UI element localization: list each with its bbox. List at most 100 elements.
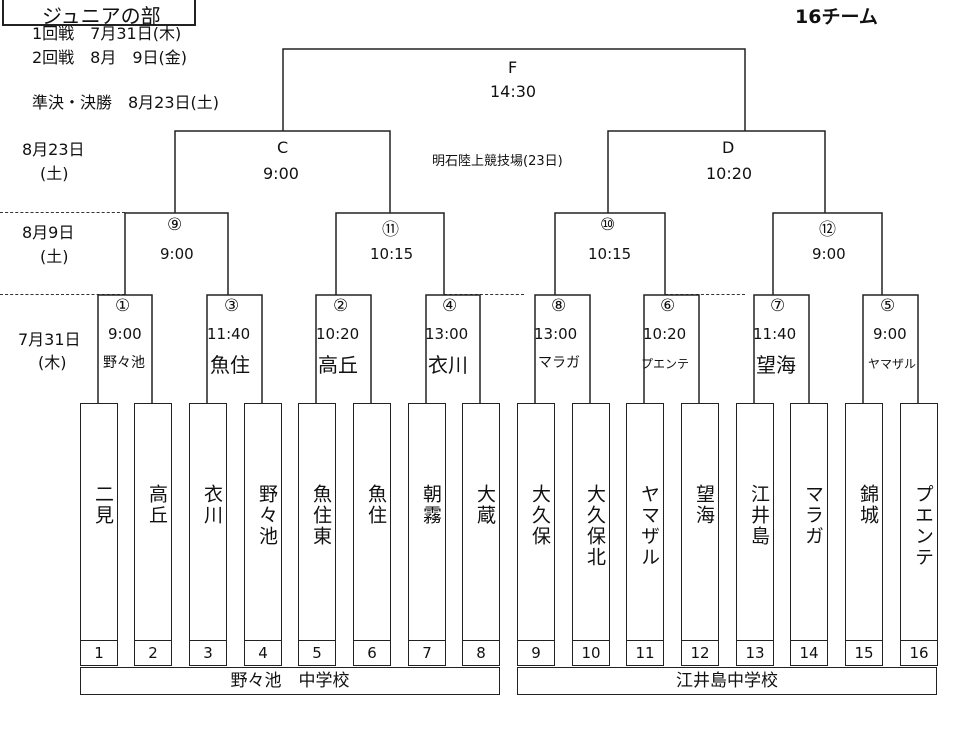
- semi-date: 8月23日: [22, 140, 85, 159]
- team-name: プエンテ: [912, 484, 934, 568]
- team-number: 7: [408, 640, 446, 666]
- division-title-box: ジュニアの部: [2, 0, 196, 28]
- team-number: 10: [572, 640, 610, 666]
- team-number: 15: [845, 640, 883, 666]
- match-7-label: ⑦: [770, 296, 786, 316]
- team-name: 江井島: [748, 484, 770, 547]
- match-6-time: 10:20: [643, 325, 687, 343]
- match-2-venue: 高丘: [318, 353, 358, 377]
- match-7-time: 11:40: [753, 325, 797, 343]
- match-4-label: ④: [442, 296, 458, 316]
- match-2-label: ②: [333, 296, 349, 316]
- match-3-venue: 魚住: [210, 353, 250, 377]
- semi-d-label: D: [722, 138, 735, 157]
- team-name: 高丘: [146, 484, 168, 526]
- team-name: 魚住: [365, 484, 387, 526]
- match-8-label: ⑧: [551, 296, 567, 316]
- match-2-time: 10:20: [316, 325, 360, 343]
- match-5-time: 9:00: [873, 325, 907, 343]
- match-1-label: ①: [115, 296, 131, 316]
- match-12-label: ⑫: [819, 220, 836, 240]
- team-name: 錦城: [857, 484, 879, 526]
- bracket-line: [554, 212, 666, 295]
- venue-note: 明石陸上競技場(23日): [432, 154, 563, 169]
- match-5-label: ⑤: [880, 296, 896, 316]
- match-3-label: ③: [224, 296, 240, 316]
- team-box: 朝霧: [408, 403, 446, 641]
- match-11-time: 10:15: [370, 245, 414, 263]
- team-name: 野々池: [256, 484, 278, 547]
- team-name: 魚住東: [310, 484, 332, 547]
- team-name: マラガ: [802, 484, 824, 547]
- separator-dashed: [444, 294, 524, 295]
- match-6-label: ⑥: [660, 296, 676, 316]
- separator-dashed: [0, 212, 125, 213]
- final-label: F: [508, 58, 518, 77]
- team-box: 江井島: [736, 403, 774, 641]
- team-box: 二見: [80, 403, 118, 641]
- match-8-time: 13:00: [534, 325, 578, 343]
- second-round-day: (土): [40, 247, 69, 266]
- semi-day: (土): [40, 164, 69, 183]
- team-number: 5: [298, 640, 336, 666]
- bracket-line: [772, 212, 883, 295]
- team-number: 12: [681, 640, 719, 666]
- bracket-line: [862, 294, 919, 403]
- match-9-time: 9:00: [160, 245, 194, 263]
- team-box: 高丘: [134, 403, 172, 641]
- team-box: プエンテ: [900, 403, 938, 641]
- team-number: 1: [80, 640, 118, 666]
- separator-dashed: [0, 294, 125, 295]
- match-3-time: 11:40: [207, 325, 251, 343]
- match-10-time: 10:15: [588, 245, 632, 263]
- team-number: 11: [626, 640, 664, 666]
- match-6-venue: プエンテ: [641, 357, 690, 371]
- team-number: 13: [736, 640, 774, 666]
- match-1-venue: 野々池: [103, 355, 145, 371]
- bracket-line: [534, 294, 591, 403]
- match-5-venue: ヤマザル: [868, 357, 917, 371]
- semi-d-time: 10:20: [706, 164, 753, 183]
- team-box: 衣川: [189, 403, 227, 641]
- division-title: ジュニアの部: [42, 4, 161, 28]
- venue-bar-left: 野々池 中学校: [80, 667, 500, 695]
- final-time: 14:30: [490, 82, 537, 101]
- team-box: マラガ: [790, 403, 828, 641]
- match-8-venue: マラガ: [538, 355, 580, 371]
- team-number: 4: [244, 640, 282, 666]
- team-box: 大久保: [517, 403, 555, 641]
- team-number: 14: [790, 640, 828, 666]
- schedule-semis-final: 準決・決勝 8月23日(土): [32, 93, 220, 112]
- team-number: 2: [134, 640, 172, 666]
- schedule-round1: 1回戦 7月31日(木): [32, 24, 182, 43]
- team-name: 大久保北: [584, 484, 606, 568]
- team-number: 16: [900, 640, 938, 666]
- team-name: 大蔵: [474, 484, 496, 526]
- team-box: 大久保北: [572, 403, 610, 641]
- bracket-line: [643, 294, 700, 403]
- bracket-line: [124, 212, 229, 295]
- team-number: 8: [462, 640, 500, 666]
- team-box: ヤマザル: [626, 403, 664, 641]
- team-name: 二見: [92, 484, 114, 526]
- match-12-time: 9:00: [812, 245, 846, 263]
- first-round-date: 7月31日: [18, 330, 81, 349]
- match-4-time: 13:00: [425, 325, 469, 343]
- match-7-venue: 望海: [756, 353, 796, 377]
- match-4-venue: 衣川: [428, 353, 468, 377]
- semi-c-label: C: [277, 138, 289, 157]
- second-round-date: 8月9日: [22, 223, 75, 242]
- team-name: 衣川: [201, 484, 223, 526]
- venue-bar-right: 江井島中学校: [517, 667, 937, 695]
- bracket-line: [753, 294, 810, 403]
- team-box: 望海: [681, 403, 719, 641]
- team-name: ヤマザル: [638, 484, 660, 568]
- schedule-round2: 2回戦 8月 9日(金): [32, 48, 188, 67]
- team-box: 錦城: [845, 403, 883, 641]
- team-number: 6: [353, 640, 391, 666]
- bracket-line: [607, 130, 826, 213]
- match-10-label: ⑩: [600, 215, 616, 235]
- team-box: 魚住: [353, 403, 391, 641]
- match-1-time: 9:00: [108, 325, 142, 343]
